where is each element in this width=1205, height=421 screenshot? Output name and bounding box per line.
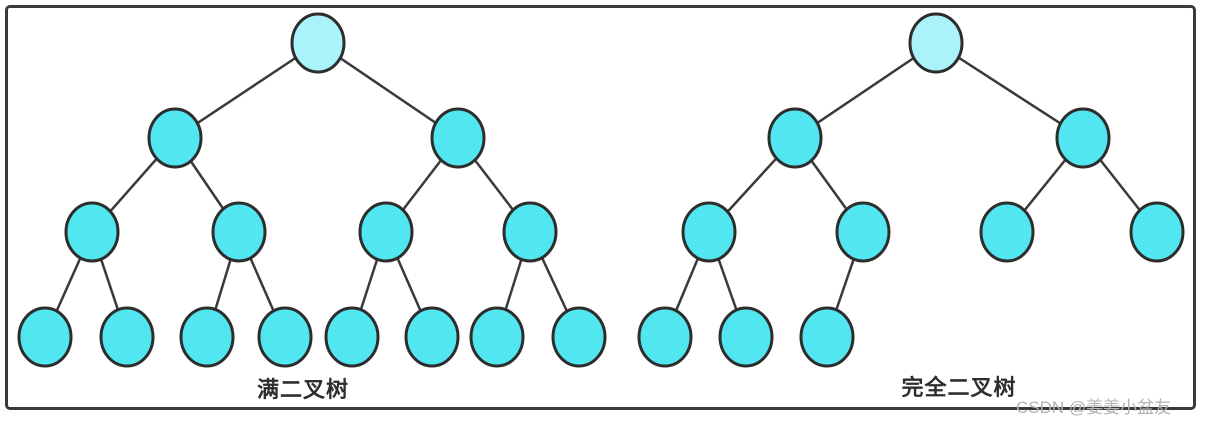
outer-border-frame (5, 5, 1196, 410)
full-binary-tree-label: 满二叉树 (256, 377, 350, 402)
full-binary-tree-node (17, 306, 73, 368)
complete-binary-tree-node (799, 306, 855, 368)
complete-binary-tree-label: 完全二叉树 (901, 375, 1017, 400)
full-binary-tree-node (324, 306, 380, 368)
complete-binary-tree-node (835, 201, 891, 263)
complete-binary-tree-node (979, 201, 1035, 263)
full-binary-tree-node (404, 306, 460, 368)
full-binary-tree-node (211, 201, 267, 263)
full-binary-tree-root-node (290, 12, 346, 74)
complete-binary-tree-node (718, 306, 774, 368)
complete-binary-tree-node (1129, 201, 1185, 263)
complete-binary-tree-node (1055, 107, 1111, 169)
full-binary-tree-edge (174, 41, 319, 140)
full-binary-tree-node (64, 201, 120, 263)
complete-binary-tree-root-node (908, 12, 964, 74)
full-binary-tree-node (358, 201, 414, 263)
full-binary-tree-node (502, 201, 558, 263)
full-binary-tree-node (179, 306, 235, 368)
full-binary-tree-node (469, 306, 525, 368)
complete-binary-tree-node (767, 107, 823, 169)
full-binary-tree-node (147, 107, 203, 169)
full-binary-tree-node (551, 306, 607, 368)
complete-binary-tree-node (681, 201, 737, 263)
full-binary-tree-node (257, 306, 313, 368)
csdn-watermark: CSDN @姜姜小盆友 (1016, 398, 1172, 417)
full-binary-tree-node (430, 107, 486, 169)
full-binary-tree-node (99, 306, 155, 368)
complete-binary-tree-edge (935, 41, 1084, 140)
complete-binary-tree-node (637, 306, 693, 368)
